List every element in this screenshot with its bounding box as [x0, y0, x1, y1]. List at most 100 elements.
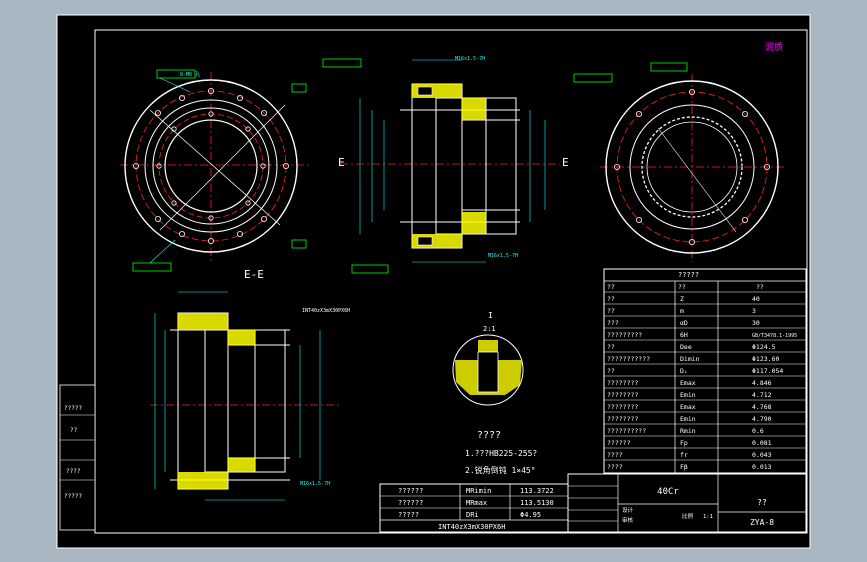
param-header-value: ?? — [756, 283, 764, 291]
measurement-rows: ?????? MRimin 113.3722?????? MRmax 113.5130?… — [380, 487, 568, 519]
measure-footer: INT40zX3mX30PX6H — [438, 523, 505, 531]
param-row-value: Φ124.5 — [752, 343, 776, 351]
param-row-value: Φ117.054 — [752, 367, 783, 375]
section-arrow-right: E — [562, 156, 569, 169]
part-name: ?? — [757, 498, 767, 507]
detail-mark: I — [488, 311, 493, 320]
param-row-name: ??? — [607, 319, 619, 327]
center-section-view: M16x1.5-7H M16x1.5-7H E E — [322, 56, 613, 274]
measure-row-name: ?????? — [398, 499, 423, 507]
param-row-symbol: m — [680, 307, 684, 315]
param-table-header: ?? ?? ?? — [607, 283, 764, 291]
param-row-name: ???????? — [607, 415, 638, 423]
thread-callout-bottom: M16x1.5-7H — [300, 481, 330, 487]
param-row-name: ???????? — [607, 403, 638, 411]
title-label-reviewer: 审核 — [622, 516, 634, 524]
param-row-value: Φ123.60 — [752, 355, 779, 363]
technical-notes: ???? 1.???HB225-255? 2.锐角倒钝 1×45° — [465, 430, 537, 475]
strip-label-1: ????? — [64, 405, 82, 412]
param-row-symbol: Dee — [680, 343, 692, 351]
param-row-symbol: Emin — [680, 391, 696, 399]
param-row-symbol: fr — [680, 451, 688, 459]
param-table-title: ????? — [678, 271, 699, 279]
param-row-name: ???????? — [607, 379, 638, 387]
param-row-name: ?? — [607, 343, 615, 351]
param-row-symbol: Emin — [680, 415, 696, 423]
param-row-name: ?????? — [607, 439, 631, 447]
spline-callout: INT40zX3mX30PX6H — [302, 308, 350, 314]
param-row-symbol: Rmin — [680, 427, 696, 435]
param-row-name: ???? — [607, 451, 623, 459]
thread-callout-bottom-center: M16x1.5-7H — [488, 253, 518, 259]
section-arrow-left: E — [338, 156, 345, 169]
param-row-name: ?? — [607, 295, 615, 303]
param-table-rows: ?? Z 40?? m 3??? αD 30????????? 6H GB/T3478.1-19… — [604, 291, 806, 471]
param-row-name: ???? — [607, 463, 623, 471]
right-spline-view — [600, 62, 785, 262]
measurement-table: ?????? MRimin 113.3722?????? MRmax 113.5130?… — [379, 483, 569, 533]
measure-row-symbol: DRi — [466, 511, 479, 519]
param-row-value: 4.846 — [752, 379, 772, 387]
param-row-name: ?? — [607, 367, 615, 375]
measure-row-symbol: MRimin — [466, 487, 491, 495]
corner-mark: 调质 — [765, 41, 783, 53]
param-row-value: 4.790 — [752, 415, 772, 423]
param-row-name: ?????????? — [607, 427, 646, 435]
measure-row-value: 113.3722 — [520, 487, 554, 495]
title-label-scale: 比例 — [682, 512, 694, 520]
measure-row-symbol: MRmax — [466, 499, 487, 507]
left-flange-view: 8-M8 孔 — [120, 69, 310, 272]
param-row-value: 0.081 — [752, 439, 772, 447]
param-row-name: ???????? — [607, 391, 638, 399]
param-row-symbol: Emax — [680, 403, 696, 411]
param-row-name: ??????????? — [607, 355, 650, 363]
param-row-symbol: Dimin — [680, 355, 700, 363]
detail-view: I 2:1 — [452, 311, 524, 406]
material: 40Cr — [657, 487, 679, 497]
param-row-symbol: Fβ — [680, 463, 688, 471]
param-row-symbol: Fp — [680, 439, 688, 447]
param-row-symbol: 6H — [680, 331, 688, 339]
measure-row-name: ????? — [398, 511, 419, 519]
measure-row-value: Φ4.95 — [520, 511, 541, 519]
param-header-symbol: ?? — [678, 283, 686, 291]
param-row-value: GB/T3478.1-1995 — [752, 333, 797, 339]
param-row-symbol: Emax — [680, 379, 696, 387]
title-label-designer: 设计 — [622, 506, 634, 514]
title-block: 40Cr ?? ZYA-8 设计 审核 比例 1:1 — [567, 473, 807, 533]
param-row-value: 30 — [752, 319, 760, 327]
notes-line-2: 2.锐角倒钝 1×45° — [465, 465, 536, 475]
drawing-frame — [94, 29, 808, 534]
param-row-value: 0.6 — [752, 427, 764, 435]
spline-parameter-table: ????? ?? ?? ?? ?? Z 40?? m 3??? αD 30?????????… — [603, 268, 807, 474]
param-row-value: 40 — [752, 295, 760, 303]
param-row-symbol: αD — [680, 319, 688, 327]
strip-label-3: ???? — [66, 468, 81, 475]
param-row-value: 4.712 — [752, 391, 772, 399]
measure-row-name: ?????? — [398, 487, 423, 495]
detail-scale: 2:1 — [483, 325, 496, 333]
param-row-symbol: Z — [680, 295, 684, 303]
notes-line-1: 1.???HB225-255? — [465, 449, 537, 458]
left-revision-strip: ????? ?? ???? ????? — [59, 384, 96, 531]
param-row-value: 4.768 — [752, 403, 772, 411]
param-row-symbol: Dᵢ — [680, 367, 688, 375]
title-scale-value: 1:1 — [703, 514, 713, 520]
section-ee-view: E-E INT40zX3mX30PX6H M16x1.5-7H — [150, 268, 350, 501]
param-row-value: 0.043 — [752, 451, 772, 459]
drawing-number: ZYA-8 — [750, 518, 774, 527]
param-header-name: ?? — [607, 283, 615, 291]
strip-label-4: ????? — [64, 493, 82, 500]
section-title: E-E — [244, 268, 264, 281]
notes-title: ???? — [477, 430, 501, 441]
strip-label-2: ?? — [70, 427, 78, 434]
measure-row-value: 113.5130 — [520, 499, 554, 507]
hole-count-callout: 8-M8 孔 — [180, 71, 200, 78]
param-row-name: ????????? — [607, 331, 642, 339]
param-row-name: ?? — [607, 307, 615, 315]
param-row-value: 0.013 — [752, 463, 772, 471]
thread-callout-top: M16x1.5-7H — [455, 56, 485, 62]
param-row-value: 3 — [752, 307, 756, 315]
